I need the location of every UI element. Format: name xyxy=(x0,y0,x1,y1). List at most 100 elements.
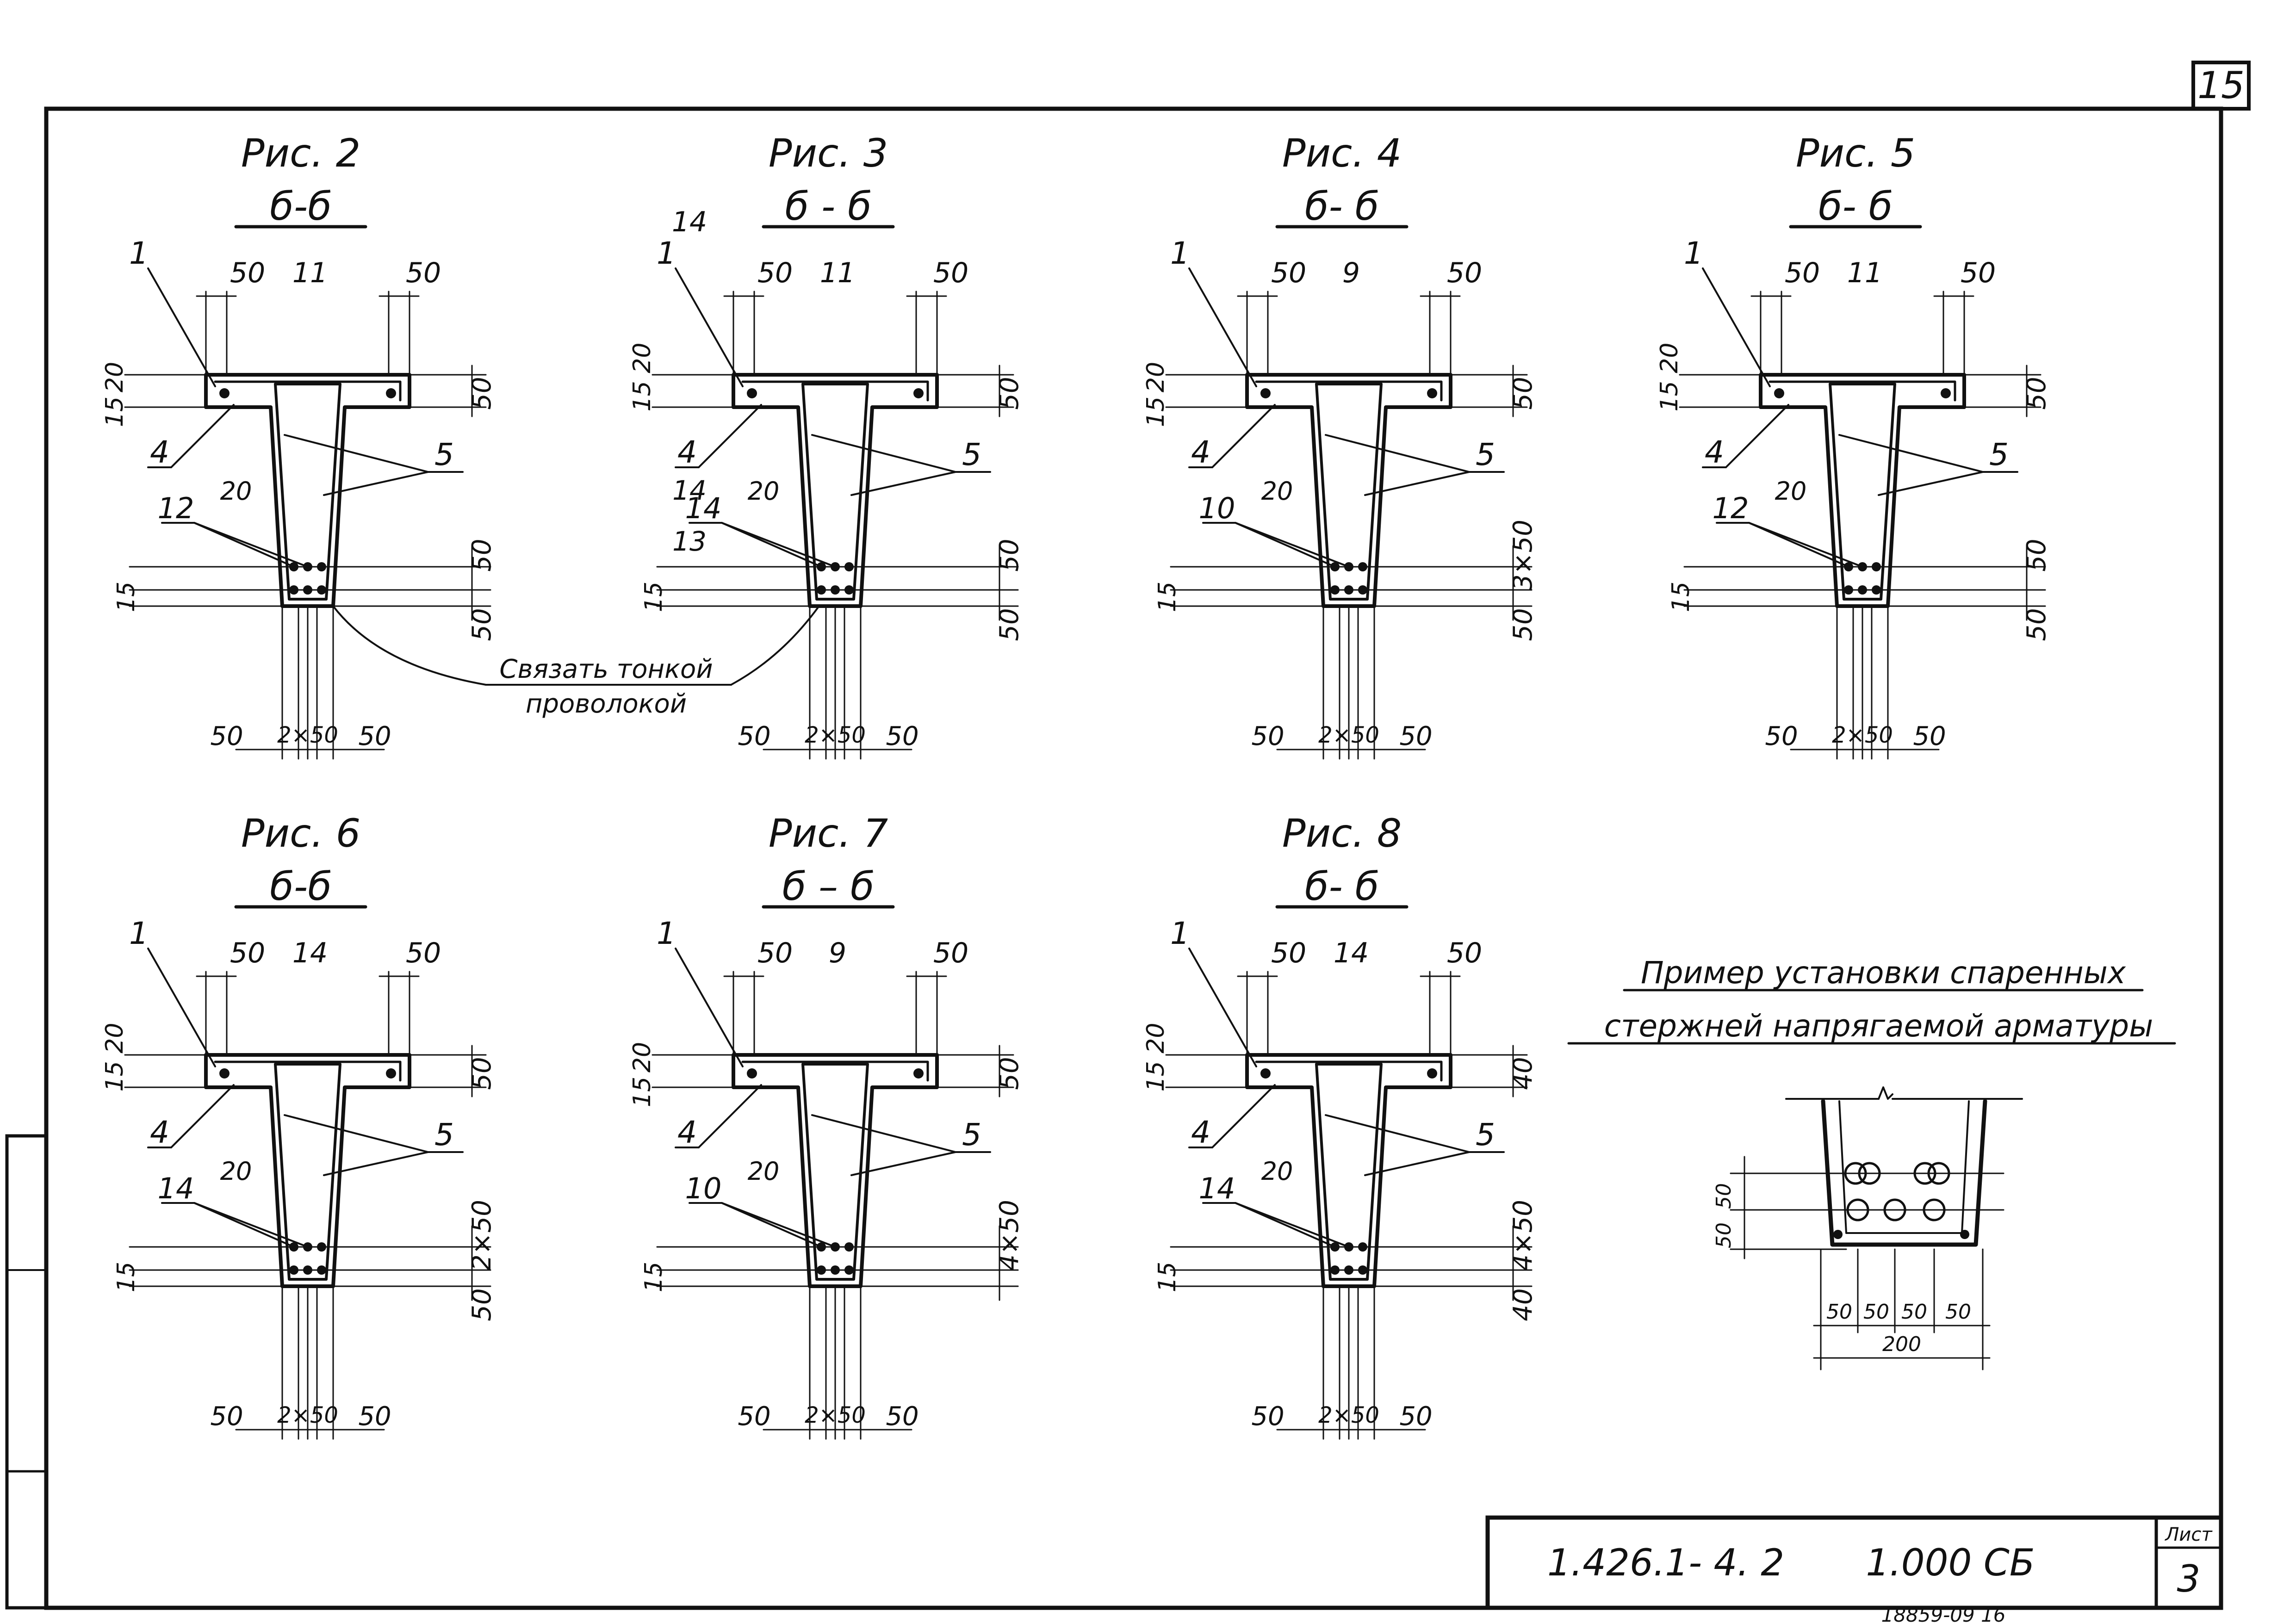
callout-5: 5 xyxy=(962,437,981,472)
dim-bottom-2: 2×50 xyxy=(1832,722,1893,748)
callout-1: 1 xyxy=(129,916,149,951)
figure-title: Рис. 4 xyxy=(1282,130,1402,176)
dim-flange-right: 50 xyxy=(1961,257,1996,289)
example-dim-h-3: 50 xyxy=(1901,1300,1927,1324)
dimension-line xyxy=(1364,1151,1470,1176)
figure-title: Рис. 2 xyxy=(241,130,360,176)
rebar-dot xyxy=(913,1068,924,1079)
stirrup xyxy=(1315,1063,1383,1281)
dimension-line xyxy=(698,1084,762,1148)
dim-left-top: 20 xyxy=(628,1042,656,1072)
dim-bottom-1: 50 xyxy=(738,1401,770,1432)
dim-bottom-2: 2×50 xyxy=(1318,1402,1379,1428)
dim-left-mid: 15 xyxy=(628,1077,656,1107)
dimension-line xyxy=(1211,1084,1276,1148)
dim-bottom-2: 2×50 xyxy=(277,1402,338,1428)
rebar-dot xyxy=(219,388,230,398)
callout-4: 4 xyxy=(677,434,697,470)
dim-web-cover: 20 xyxy=(1775,477,1807,506)
callout-4: 4 xyxy=(150,434,169,470)
dim-bottom-1: 50 xyxy=(1251,1401,1284,1432)
flange-bar xyxy=(214,1060,402,1082)
dim-flange-right: 50 xyxy=(1447,257,1482,289)
dim-bottom-left: 15 xyxy=(112,582,140,612)
callout-stacked-top: 14 xyxy=(672,206,707,238)
dim-right-bottom-2: 50 xyxy=(994,608,1024,641)
dim-right-top: 50 xyxy=(994,377,1024,409)
dim-right-bottom-2: 40 xyxy=(1508,1288,1538,1321)
dim-right-top: 50 xyxy=(467,1057,497,1090)
rebar-dot xyxy=(386,388,396,398)
dimension-line xyxy=(170,1084,235,1148)
dim-right-top: 50 xyxy=(2022,377,2052,409)
figure-title: Рис. 5 xyxy=(1796,130,1915,176)
dim-web-cover: 20 xyxy=(220,1157,252,1186)
rebar-dot xyxy=(1774,388,1784,398)
page-number: 15 xyxy=(2197,64,2245,107)
dim-right-bottom-1: 50 xyxy=(2022,539,2052,571)
dim-bottom-3: 50 xyxy=(358,721,391,751)
dim-bottom-1: 50 xyxy=(210,1401,243,1432)
dim-web-cover: 20 xyxy=(748,1157,780,1186)
callout-1: 1 xyxy=(657,236,676,271)
dimension-line xyxy=(698,404,762,468)
document-code: 1.426.1- 4. 2 xyxy=(1547,1541,1784,1584)
footer-stamp: 18859-09 16 xyxy=(1881,1604,2005,1624)
rebar-dot xyxy=(747,1068,757,1079)
dim-right-bottom-2: 50 xyxy=(467,1288,497,1321)
dim-bottom-2: 2×50 xyxy=(1318,722,1379,748)
dim-flange-left: 50 xyxy=(230,937,265,969)
dim-bottom-left: 15 xyxy=(640,1262,668,1292)
dim-bottom-3: 50 xyxy=(886,721,918,751)
rebar-dot xyxy=(1427,388,1437,398)
callout-1: 1 xyxy=(129,236,149,271)
binding-strip xyxy=(5,1134,48,1610)
example-dim-h-4: 50 xyxy=(1945,1300,1971,1324)
dim-flange-left: 50 xyxy=(1271,257,1306,289)
dim-bottom-2: 2×50 xyxy=(277,722,338,748)
rebar-dot xyxy=(1260,388,1271,398)
figure-title: Рис. 3 xyxy=(769,130,888,176)
dim-right-bottom-2: 50 xyxy=(467,608,497,641)
callout-5: 5 xyxy=(962,1117,981,1153)
callout-5: 5 xyxy=(1476,1117,1495,1153)
dim-right-top: 50 xyxy=(1508,377,1538,409)
rebar-dot xyxy=(747,388,757,398)
stirrup xyxy=(274,383,341,601)
dim-flange-right: 50 xyxy=(933,937,968,969)
dim-bottom-3: 50 xyxy=(1399,1401,1432,1432)
dim-right-bottom-1: 4×50 xyxy=(1508,1200,1538,1271)
callout-1: 1 xyxy=(1170,236,1190,271)
example-title-line-1: Пример установки спаренных xyxy=(1641,955,2126,991)
figure-title: Рис. 7 xyxy=(769,811,888,856)
dim-bottom-1: 50 xyxy=(1765,721,1798,751)
stirrup xyxy=(1829,383,1896,601)
callout-5: 5 xyxy=(1476,437,1495,472)
dim-bottom-left: 15 xyxy=(1154,582,1181,612)
dimension-line xyxy=(1235,1202,1350,1248)
dim-bottom-3: 50 xyxy=(886,1401,918,1432)
dimension-line xyxy=(193,522,309,568)
dimension-line xyxy=(1325,434,1470,473)
callout-1: 1 xyxy=(657,916,676,951)
dim-bottom-3: 50 xyxy=(1399,721,1432,751)
dimension-line xyxy=(1188,948,1257,1067)
dim-flange-right: 50 xyxy=(406,257,441,289)
rebar-dot xyxy=(1427,1068,1437,1079)
dim-bottom-1: 50 xyxy=(738,721,770,751)
callout-13: 13 xyxy=(672,526,707,557)
dim-bottom-3: 50 xyxy=(1913,721,1946,751)
dim-left-top: 15 20 xyxy=(628,343,656,412)
callout-5: 5 xyxy=(434,1117,454,1153)
callout-bars: 12 xyxy=(158,491,194,525)
figure-title: Рис. 8 xyxy=(1282,811,1402,856)
section-label: б-б xyxy=(270,184,332,229)
dim-left-mid: 15 xyxy=(101,397,129,427)
